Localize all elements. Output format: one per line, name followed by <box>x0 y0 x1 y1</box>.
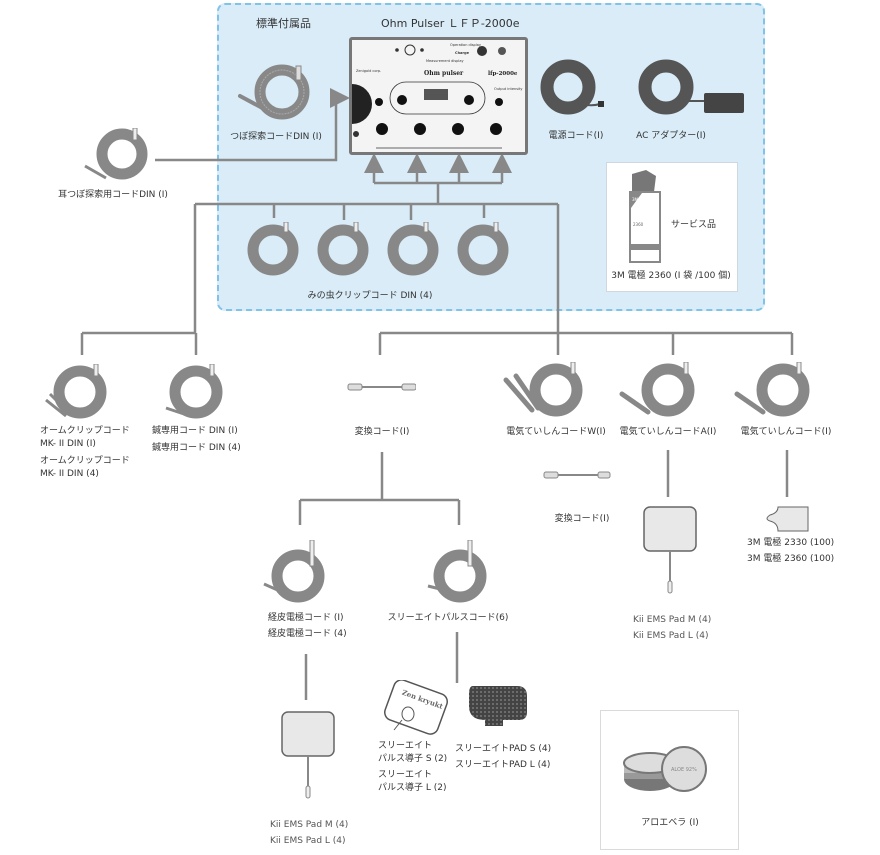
percutaneous-cord-label: 経皮電極コード (I) 経皮電極コード (4) <box>268 613 347 639</box>
conversion-cord-label: 変換コード(I) <box>354 427 410 437</box>
device-title: Ohm Pulser ＬＦＰ-2000e <box>381 17 520 30</box>
three-eight-terminal-image: Zen kryukt <box>384 680 448 735</box>
kii-pad-right-label: Kii EMS Pad M (4) Kii EMS Pad L (4) <box>633 615 712 641</box>
percutaneous-cord-image <box>263 540 325 603</box>
elec-needle-w-image <box>503 362 583 417</box>
svg-text:Charge: Charge <box>455 51 470 55</box>
power-cord-label: 電源コード(I) <box>548 131 604 141</box>
standard-accessories-heading: 標準付属品 <box>256 17 311 30</box>
electrode-pack-image: 3M 2360 <box>629 170 661 263</box>
ac-adapter-label: AC アダプター(I) <box>636 131 706 141</box>
svg-text:Output intensity: Output intensity <box>494 87 522 91</box>
svg-text:ALOE 92%: ALOE 92% <box>671 767 697 773</box>
elec-needle-a-label: 電気ていしんコードA(I) <box>619 427 717 437</box>
3m-electrode-label: 3M 電極 2330 (100) 3M 電極 2360 (100) <box>747 538 835 564</box>
tsubo-probe-label: つぼ探索コードDIN (I) <box>230 132 322 142</box>
elec-needle-label: 電気ていしんコード(I) <box>740 427 832 437</box>
kii-pad-left-image <box>281 711 335 799</box>
alligator-clip-cords-image <box>247 222 509 276</box>
svg-text:Operation display: Operation display <box>450 43 481 47</box>
kii-pad-right-image <box>643 506 697 594</box>
svg-text:Ohm pulser: Ohm pulser <box>424 70 464 77</box>
ac-adapter-image <box>638 59 744 115</box>
aloe-vera-jar-image: ALOE 92% <box>623 746 707 792</box>
three-eight-pad-label: スリーエイトPAD S (4) スリーエイトPAD L (4) <box>455 744 552 770</box>
svg-text:Zenigold corp.: Zenigold corp. <box>356 69 381 73</box>
tsubo-probe-cord-image <box>238 64 310 120</box>
power-cord-image <box>540 59 604 115</box>
ohm-clip-label: オームクリップコード MK- II DIN (I) オームクリップコード MK-… <box>40 426 130 479</box>
service-item-heading: サービス品 <box>671 220 717 230</box>
needle-cord-image <box>165 364 223 419</box>
3m-electrode-image <box>766 506 809 532</box>
elec-needle-image <box>734 362 810 417</box>
needle-cord-label: 鍼専用コード DIN (I) 鍼専用コード DIN (4) <box>152 426 241 453</box>
ohm-clip-cord-image <box>45 364 107 419</box>
three-eight-terminal-label: スリーエイト パルス導子 S (2) スリーエイト パルス導子 L (2) <box>378 741 448 793</box>
svg-text:3M: 3M <box>632 197 639 202</box>
kii-pad-left-label: Kii EMS Pad M (4) Kii EMS Pad L (4) <box>270 820 349 846</box>
sub-conversion-cord-image <box>543 471 611 479</box>
svg-text:2360: 2360 <box>633 222 644 227</box>
elec-needle-a-image <box>619 362 695 417</box>
sub-conversion-cord-label: 変換コード(I) <box>554 514 610 524</box>
alligator-clip-label: みの虫クリップコード DIN (4) <box>307 291 433 301</box>
ohm-pulser-device: Operation display Charge Measurement dis… <box>349 37 528 155</box>
elec-needle-w-label: 電気ていしんコードW(I) <box>506 427 606 437</box>
aloe-vera-label: アロエベラ (I) <box>641 818 699 828</box>
three-eight-cord-image <box>427 540 487 603</box>
svg-text:Measurement display: Measurement display <box>426 59 464 63</box>
service-item-label: 3M 電極 2360 (I 袋 /100 個) <box>611 271 731 281</box>
device-panel-graphic: Operation display Charge Measurement dis… <box>352 40 525 152</box>
service-item-box <box>606 162 738 292</box>
ear-probe-label: 耳つぼ探索用コードDIN (I) <box>58 190 168 200</box>
three-eight-cord-label: スリーエイトパルスコード(6) <box>387 613 509 623</box>
three-eight-pad-image <box>469 686 527 726</box>
svg-text:lfp-2000e: lfp-2000e <box>488 71 518 77</box>
conversion-cord-image <box>347 383 416 391</box>
ear-probe-cord-image <box>84 128 148 180</box>
